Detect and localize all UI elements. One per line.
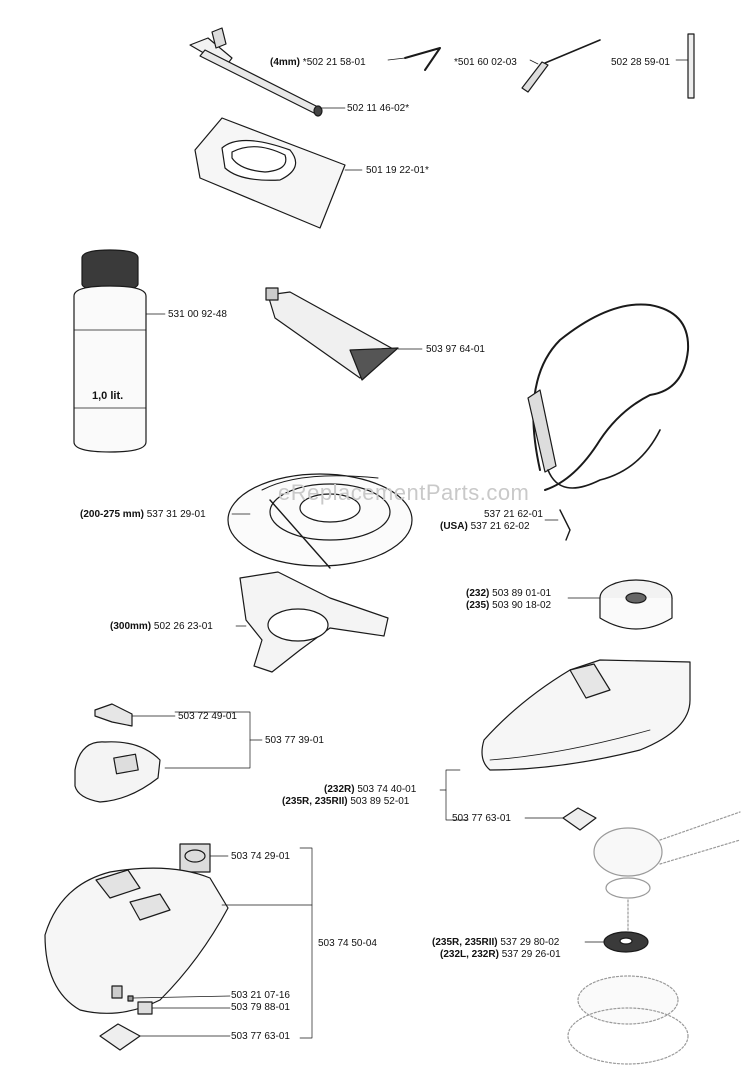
blade-guard-300mm-part bbox=[235, 571, 389, 673]
hex-key-part bbox=[404, 47, 441, 71]
label-washer-235r: (235R, 235RII) 537 29 80-02 bbox=[432, 937, 560, 948]
spool-part bbox=[567, 579, 673, 630]
label-washer-232l: (232L, 232R) 537 29 26-01 bbox=[440, 949, 561, 960]
label-trimmer-head: (200-275 mm) 537 31 29-01 bbox=[80, 509, 206, 520]
label-clamp: 503 79 88-01 bbox=[231, 1002, 290, 1013]
label-tool-bag: 501 19 22-01* bbox=[366, 165, 429, 176]
watermark-text: eReplacementParts.com bbox=[278, 480, 530, 505]
tool-bag-part bbox=[194, 117, 363, 229]
label-pin: 502 28 59-01 bbox=[611, 57, 670, 68]
label-blade-guard-300: (300mm) 502 26 23-01 bbox=[110, 621, 213, 632]
plate-bottom-part bbox=[99, 1023, 141, 1051]
label-plate-bottom: 503 77 63-01 bbox=[231, 1031, 290, 1042]
label-screw: 503 21 07-16 bbox=[231, 990, 290, 1001]
label-spool-235: (235) 503 90 18-02 bbox=[466, 600, 552, 611]
label-decal: 503 74 29-01 bbox=[231, 851, 290, 862]
label-screwdriver: *501 60 02-03 bbox=[454, 57, 517, 68]
pin-part bbox=[687, 33, 695, 99]
label-guard-assembly: 503 77 39-01 bbox=[265, 735, 324, 746]
label-bracket: 503 72 49-01 bbox=[178, 711, 237, 722]
large-guard-part bbox=[44, 867, 229, 1014]
decal-part bbox=[179, 843, 211, 873]
label-shield-235r: (235R, 235RII) 503 89 52-01 bbox=[282, 796, 410, 807]
washer-stack-part bbox=[567, 811, 741, 1065]
label-spool-232: (232) 503 89 01-01 bbox=[466, 588, 552, 599]
small-guard-part bbox=[74, 741, 161, 803]
label-harness: 537 21 62-01 bbox=[484, 509, 543, 520]
bottle-label: 1,0 lit. bbox=[92, 390, 124, 402]
large-guard-bracket bbox=[299, 847, 313, 1039]
label-plate-right: 503 77 63-01 bbox=[452, 813, 511, 824]
shield-right-part bbox=[481, 659, 691, 771]
trimmer-head-part bbox=[227, 473, 413, 569]
grease-tube-part bbox=[265, 287, 423, 381]
label-tool-4mm: (4mm) *502 21 58-01 bbox=[270, 57, 366, 68]
harness-part bbox=[527, 303, 690, 541]
label-grease-tube: 503 97 64-01 bbox=[426, 344, 485, 355]
washer-part bbox=[603, 931, 649, 953]
label-oil-bottle: 531 00 92-48 bbox=[168, 309, 227, 320]
oil-bottle-part bbox=[73, 249, 166, 453]
screwdriver-part bbox=[521, 39, 601, 93]
plate-right-part bbox=[562, 807, 597, 831]
label-combination-wrench: 502 11 46-02* bbox=[347, 103, 410, 114]
bracket-part bbox=[94, 703, 176, 727]
label-harness-usa: (USA) 537 21 62-02 bbox=[440, 521, 530, 532]
combination-wrench-part bbox=[189, 27, 323, 117]
shield-bracket bbox=[445, 769, 469, 821]
label-shield-232r: (232R) 503 74 40-01 bbox=[324, 784, 417, 795]
label-large-guard: 503 74 50-04 bbox=[318, 938, 377, 949]
